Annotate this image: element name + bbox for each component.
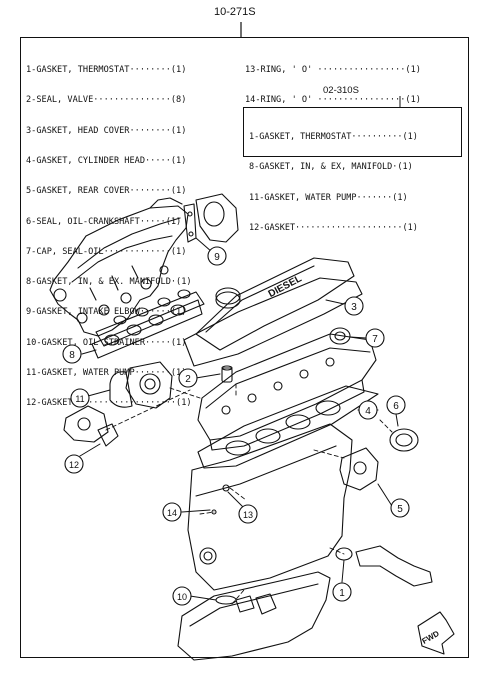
callout-2 bbox=[178, 368, 198, 388]
oil-pan bbox=[177, 571, 331, 661]
callout-13 bbox=[238, 504, 258, 524]
callout-6 bbox=[386, 395, 406, 415]
callout-numbers: 1 2 3 4 5 6 7 8 9 10 11 12 13 14 bbox=[69, 252, 403, 602]
list-item: 2-SEAL, VALVE···············(8) bbox=[26, 95, 187, 106]
head-cover: DIESEL bbox=[183, 257, 363, 367]
intake-manifold bbox=[49, 197, 189, 337]
manifold-gasket bbox=[91, 289, 205, 359]
callout-14 bbox=[162, 502, 182, 522]
fwd-arrow-icon: FWD bbox=[417, 611, 455, 655]
callout-label: 6 bbox=[393, 401, 399, 412]
water-outlet bbox=[63, 405, 119, 447]
subkit-parts-list: 1-GASKET, THERMOSTAT··········(1) 8-GASK… bbox=[249, 112, 418, 243]
fwd-label: FWD bbox=[420, 629, 440, 646]
rear-cover bbox=[339, 428, 419, 491]
list-item: 11-GASKET, WATER PUMP·······(1) bbox=[249, 192, 408, 203]
subkit-part-number: 02-310S bbox=[323, 85, 359, 96]
callout-5 bbox=[390, 498, 410, 518]
callout-12 bbox=[64, 454, 84, 474]
callout-label: 1 bbox=[339, 588, 345, 599]
list-item: 11-GASKET, WATER PUMP·······(1) bbox=[26, 368, 187, 378]
cylinder-block bbox=[187, 423, 353, 591]
list-item: 8-GASKET, IN, & EX. MANIFOLD·(1) bbox=[26, 277, 192, 288]
callout-label: 11 bbox=[75, 394, 84, 404]
list-item: 9-GASKET, INTAKE ELBOW······(1) bbox=[26, 307, 187, 318]
list-item: 14-RING, ' O' ·················(1) bbox=[245, 95, 421, 106]
list-item: 1-GASKET, THERMOSTAT··········(1) bbox=[249, 132, 418, 143]
list-item: 5-GASKET, REAR COVER········(1) bbox=[26, 186, 187, 197]
intake-elbow bbox=[183, 193, 239, 243]
callout-9 bbox=[207, 246, 227, 266]
subkit-box bbox=[243, 107, 462, 157]
diagram-frame bbox=[20, 37, 469, 658]
list-item: 7-CAP, SEAL-OIL·············(1) bbox=[26, 246, 187, 257]
list-item: 12-GASKET····················(1) bbox=[26, 398, 192, 409]
water-pump bbox=[109, 361, 173, 409]
callout-label: 10 bbox=[177, 592, 187, 602]
callout-label: 13 bbox=[243, 510, 253, 520]
callout-label: 5 bbox=[397, 504, 403, 515]
kit-parts-list-right: 13-RING, ' O' ·················(1) 14-RI… bbox=[245, 45, 421, 116]
kit-part-number: 10-271S bbox=[214, 6, 256, 18]
callout-1 bbox=[332, 582, 352, 602]
kit-parts-list: 1-GASKET, THERMOSTAT········(1) 2-SEAL, … bbox=[26, 45, 192, 418]
list-item: 6-SEAL, OIL-CRANKSHAFT·····(1) bbox=[26, 216, 182, 227]
callout-label: 14 bbox=[167, 508, 177, 518]
thermostat-gasket bbox=[335, 545, 433, 587]
callout-3 bbox=[344, 296, 364, 316]
callout-balloons bbox=[62, 246, 410, 606]
callout-label: 8 bbox=[69, 350, 75, 361]
cylinder-head-gasket bbox=[197, 385, 379, 469]
list-item: 1-GASKET, THERMOSTAT········(1) bbox=[26, 65, 187, 76]
callout-11 bbox=[70, 388, 90, 408]
list-item: 4-GASKET, CYLINDER HEAD·····(1) bbox=[26, 156, 187, 167]
list-item: 13-RING, ' O' ·················(1) bbox=[245, 65, 421, 76]
list-item: 8-GASKET, IN, & EX, MANIFOLD·(1) bbox=[249, 162, 413, 173]
callout-7 bbox=[365, 328, 385, 348]
callout-label: 7 bbox=[372, 334, 378, 345]
callout-4 bbox=[358, 400, 378, 420]
callout-8 bbox=[62, 344, 82, 364]
callouts bbox=[79, 237, 399, 601]
cylinder-head bbox=[197, 333, 377, 451]
callout-label: 4 bbox=[365, 406, 371, 417]
callout-label: 12 bbox=[69, 460, 79, 470]
callout-10 bbox=[172, 586, 192, 606]
list-item: 10-GASKET, OIL STRAINER·····(1) bbox=[26, 337, 187, 348]
callout-label: 3 bbox=[351, 302, 357, 313]
callout-label: 2 bbox=[185, 374, 191, 385]
assembly-lines bbox=[105, 383, 393, 605]
valve-seal bbox=[221, 365, 233, 383]
callout-label: 9 bbox=[214, 252, 220, 263]
list-item: 3-GASKET, HEAD COVER········(1) bbox=[26, 125, 187, 136]
list-item: 12-GASKET·····················(1) bbox=[249, 223, 418, 234]
